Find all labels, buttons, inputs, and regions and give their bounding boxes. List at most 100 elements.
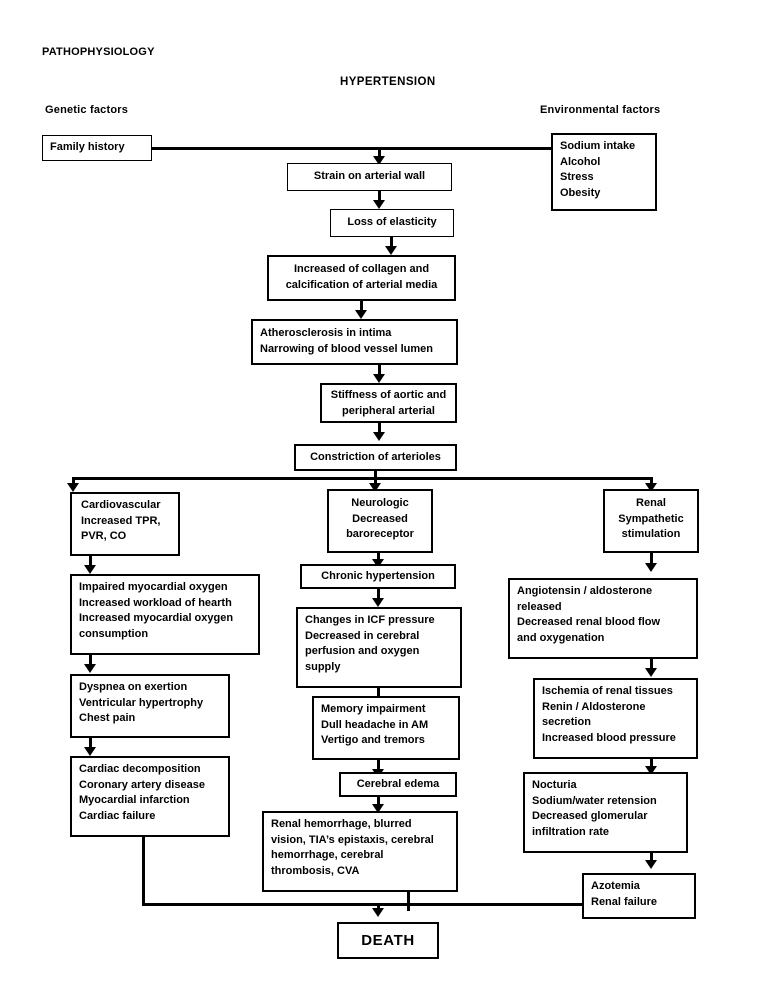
connector-dyspnea-to-cardiac-decomposition — [89, 738, 92, 751]
arrow-to-elasticity — [373, 200, 385, 209]
node-line: Constriction of arterioles — [310, 450, 441, 463]
node-line: Angiotensin / aldosterone — [517, 585, 653, 597]
node-line: calcification of arterial media — [285, 279, 438, 291]
connector-elasticity-to-collagen — [390, 237, 393, 250]
connector-top-spine — [152, 147, 552, 150]
node-line: Cardiac decomposition — [79, 763, 201, 775]
node-line: Increased workload of hearth — [79, 596, 232, 609]
node-increased-collagen[interactable]: Increased of collagen and calcification … — [267, 255, 456, 301]
connector-collagen-to-atherosclerosis — [360, 301, 363, 314]
node-line: Stiffness of aortic and — [330, 389, 447, 401]
node-death[interactable]: DEATH — [337, 922, 439, 959]
node-line: Chest pain — [79, 712, 136, 725]
arrow-to-stiffness — [373, 374, 385, 383]
node-line: Obesity — [560, 186, 601, 199]
arrow-to-ischemia — [645, 668, 657, 677]
node-chronic-hypertension[interactable]: Chronic hypertension — [300, 564, 456, 589]
connector-chronic-to-icf — [377, 589, 380, 602]
node-neurologic[interactable]: Neurologic Decreased baroreceptor — [327, 489, 433, 553]
node-line: Narrowing of blood vessel lumen — [260, 343, 433, 355]
node-line: Strain on arterial wall — [313, 170, 426, 183]
node-line: Increased TPR, — [81, 514, 161, 527]
arrow-to-renal-hemorrhage — [372, 804, 384, 813]
node-cardiac-decomposition[interactable]: Cardiac decomposition Coronary artery di… — [70, 756, 230, 837]
node-environmental-factors[interactable]: Sodium intake Alcohol Stress Obesity — [551, 133, 657, 211]
node-line: Vertigo and tremors — [321, 734, 425, 747]
node-renal-sympathetic[interactable]: Renal Sympathetic stimulation — [603, 489, 699, 553]
node-line: Atherosclerosis in intima — [260, 327, 392, 340]
node-line: consumption — [79, 627, 149, 640]
arrow-to-cardiovascular — [67, 483, 79, 492]
connector-memory-to-edema — [377, 760, 380, 773]
connector-bus-left — [72, 477, 75, 485]
node-line: Ischemia of renal tissues — [542, 685, 673, 697]
node-line: released — [517, 600, 562, 613]
node-angiotensin[interactable]: Angiotensin / aldosterone released Decre… — [508, 578, 698, 659]
node-renal-hemorrhage[interactable]: Renal hemorrhage, blurred vision, TIA’s … — [262, 811, 458, 892]
arrow-to-angiotensin — [645, 563, 657, 572]
connector-cardiovascular-to-impaired — [89, 556, 92, 569]
node-line: thrombosis, CVA — [271, 864, 360, 877]
node-stiffness-of-aortic[interactable]: Stiffness of aortic and peripheral arter… — [320, 383, 457, 423]
node-line: DEATH — [361, 931, 415, 949]
node-line: Renal — [636, 497, 666, 509]
node-cardiovascular[interactable]: Cardiovascular Increased TPR, PVR, CO — [70, 492, 180, 556]
connector-strain-to-elasticity — [378, 191, 381, 204]
node-line: Cerebral edema — [356, 777, 440, 790]
node-line: Dyspnea on exertion — [79, 681, 188, 693]
node-line: Neurologic — [351, 497, 409, 509]
node-line: Azotemia — [591, 880, 640, 892]
arrow-to-chronic-hypertension — [372, 559, 384, 568]
node-atherosclerosis[interactable]: Atherosclerosis in intima Narrowing of b… — [251, 319, 458, 365]
arrow-to-constriction — [373, 432, 385, 441]
connector-death-stem — [377, 903, 380, 913]
node-constriction-of-arterioles[interactable]: Constriction of arterioles — [294, 444, 457, 471]
node-line: Myocardial infarction — [79, 794, 190, 807]
environmental-factors-label: Environmental factors — [540, 104, 661, 116]
node-ischemia[interactable]: Ischemia of renal tissues Renin / Aldost… — [533, 678, 698, 759]
connector-neurologic-to-chronic — [377, 553, 380, 563]
node-line: Impaired myocardial oxygen — [79, 581, 228, 593]
connector-icf-to-memory — [377, 688, 380, 701]
node-memory-impairment[interactable]: Memory impairment Dull headache in AM Ve… — [312, 696, 460, 760]
arrow-to-cardiac-decomposition — [84, 747, 96, 756]
node-line: Sodium intake — [560, 140, 636, 152]
arrow-to-dyspnea — [84, 664, 96, 673]
connector-bus-right — [650, 477, 653, 485]
connector-bus-center — [374, 477, 377, 485]
node-azotemia[interactable]: Azotemia Renal failure — [582, 873, 696, 919]
arrow-to-strain — [373, 156, 385, 165]
node-line: Changes in ICF pressure — [305, 614, 435, 626]
connector-cardiac-down-to-death-bus — [142, 837, 145, 905]
arrow-to-nocturia — [645, 766, 657, 775]
node-line: Decreased renal blood flow — [517, 616, 661, 629]
node-icf-pressure[interactable]: Changes in ICF pressure Decreased in cer… — [296, 607, 462, 688]
connector-split-bus — [72, 477, 652, 480]
node-line: Increased blood pressure — [542, 731, 676, 744]
node-line: Increased of collagen and — [293, 263, 430, 276]
connector-impaired-to-dyspnea — [89, 655, 92, 668]
node-line: baroreceptor — [346, 528, 414, 541]
connector-death-bus — [142, 903, 584, 906]
node-dyspnea[interactable]: Dyspnea on exertion Ventricular hypertro… — [70, 674, 230, 738]
arrow-to-atherosclerosis — [355, 310, 367, 319]
node-line: peripheral arterial — [342, 404, 435, 417]
node-line: Decreased glomerular — [532, 810, 648, 823]
node-family-history[interactable]: Family history — [42, 135, 152, 161]
node-line: Decreased in cerebral — [305, 629, 420, 642]
node-line: PVR, CO — [81, 530, 127, 543]
arrow-to-renal — [645, 483, 657, 492]
genetic-factors-label: Genetic factors — [45, 104, 129, 116]
page-title: PATHOPHYSIOLOGY — [42, 46, 155, 58]
node-impaired-myocardial[interactable]: Impaired myocardial oxygen Increased wor… — [70, 574, 260, 655]
node-line: Renin / Aldosterone — [542, 700, 646, 713]
node-strain-on-arterial-wall[interactable]: Strain on arterial wall — [287, 163, 452, 191]
node-cerebral-edema[interactable]: Cerebral edema — [339, 772, 457, 797]
node-loss-of-elasticity[interactable]: Loss of elasticity — [330, 209, 454, 237]
node-nocturia[interactable]: Nocturia Sodium/water retension Decrease… — [523, 772, 688, 853]
node-line: Family history — [50, 141, 125, 153]
node-line: and oxygenation — [517, 631, 605, 644]
node-line: supply — [305, 660, 341, 673]
arrow-to-icf-pressure — [372, 598, 384, 607]
